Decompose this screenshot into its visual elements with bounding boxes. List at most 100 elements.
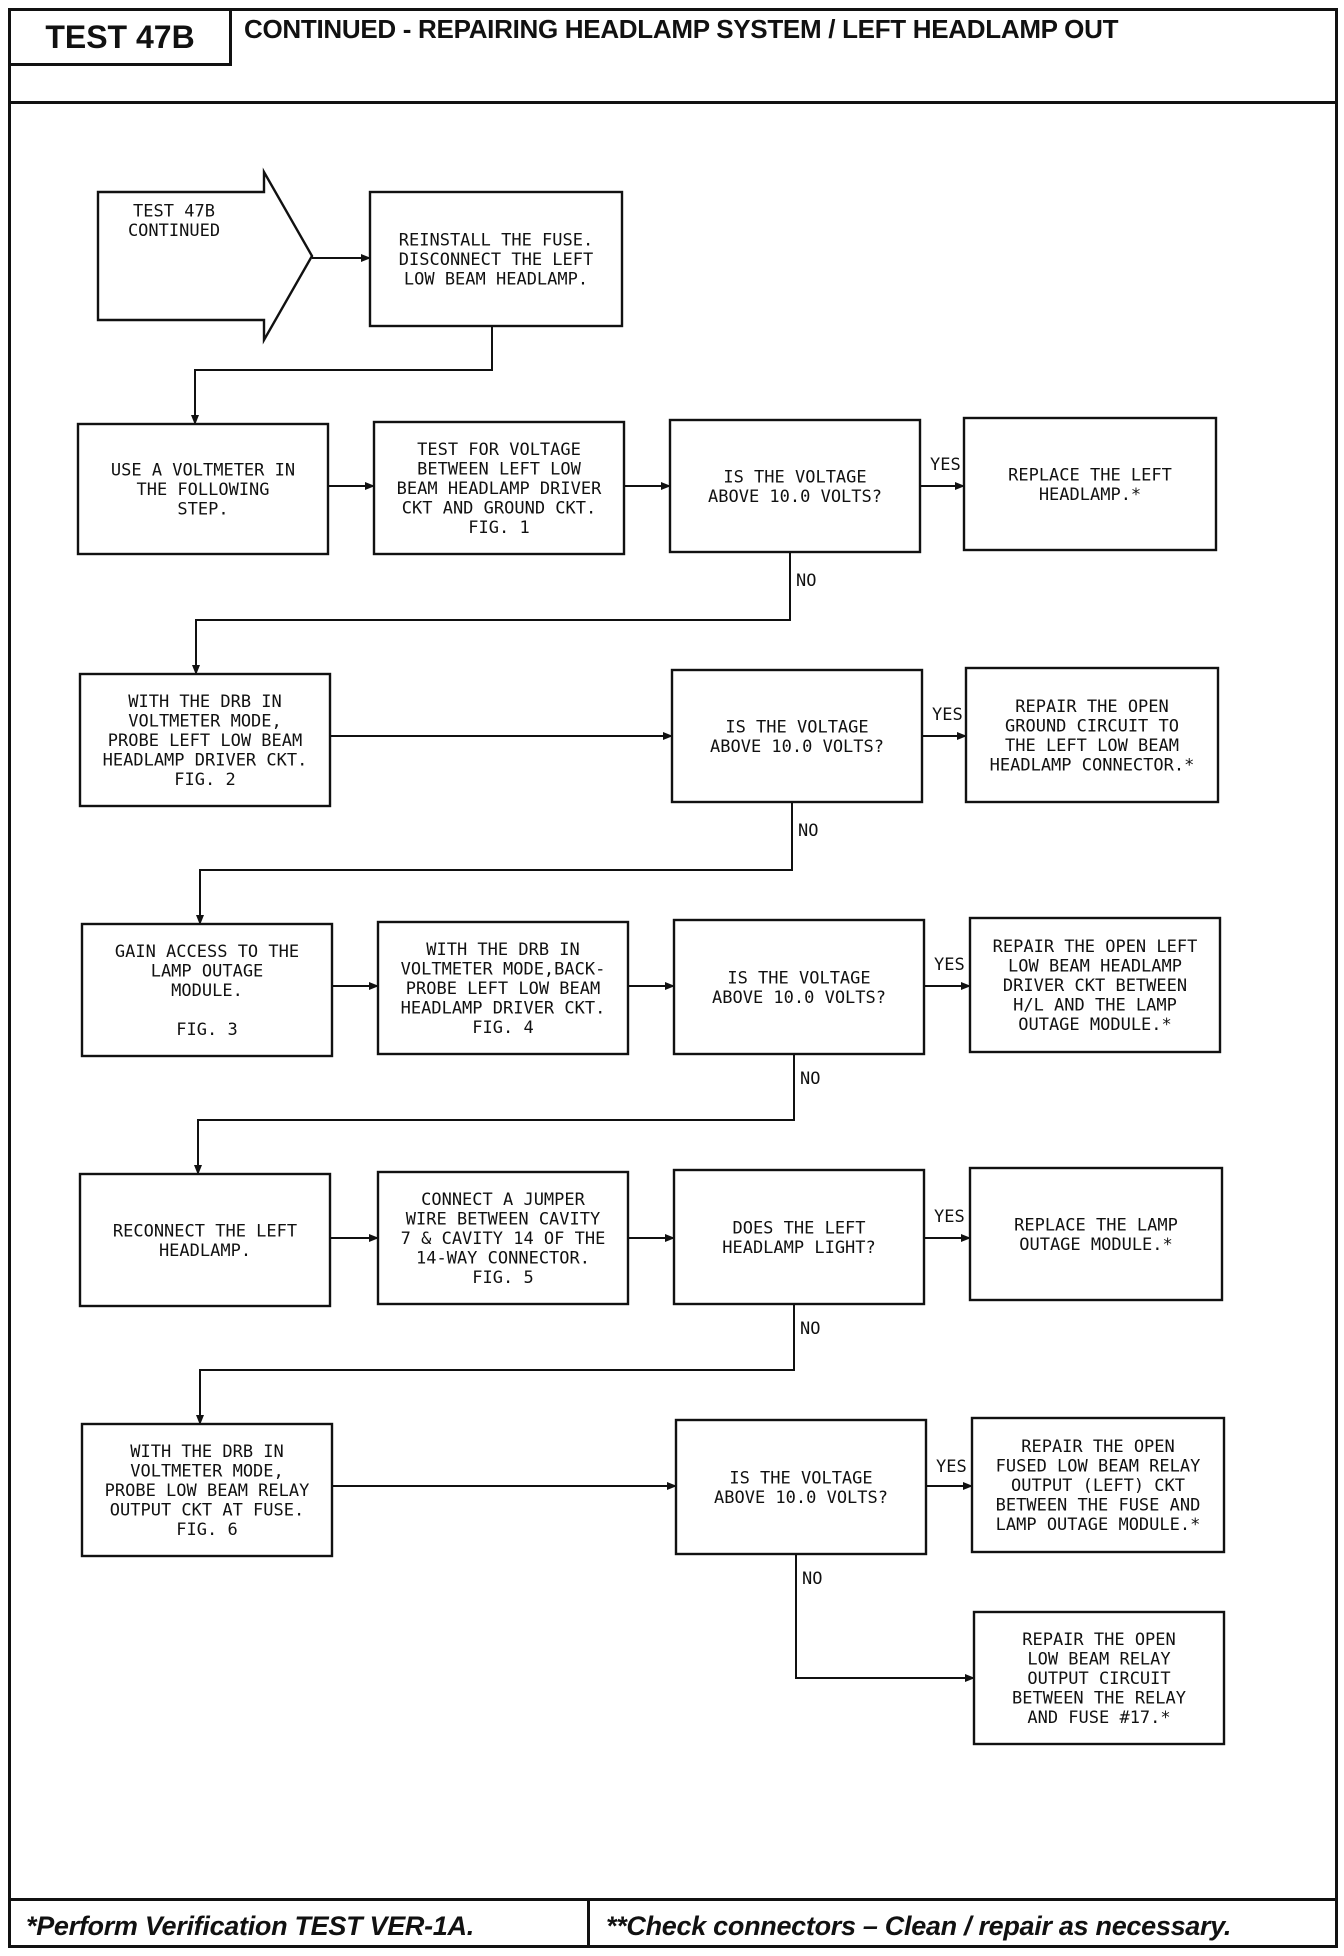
node-text: IS THE VOLTAGE <box>729 1468 872 1488</box>
no-label: NO <box>802 1569 822 1589</box>
node-text: THE FOLLOWING <box>136 480 269 500</box>
node-text: LOW BEAM HEADLAMP <box>1008 957 1182 977</box>
footer-divider <box>8 1898 1338 1901</box>
yes-label: YES <box>930 455 961 475</box>
node-text: FIG. 1 <box>468 518 529 538</box>
node-text: OUTPUT CKT AT FUSE. <box>110 1501 304 1521</box>
node-text: DISCONNECT THE LEFT <box>399 250 593 270</box>
node-text: BETWEEN THE RELAY <box>1012 1689 1186 1709</box>
node-text: HEADLAMP. <box>159 1241 251 1261</box>
node-text: STEP. <box>177 500 228 520</box>
node-text: TEST FOR VOLTAGE <box>417 440 581 460</box>
connector <box>192 552 791 675</box>
node-text: AND FUSE #17.* <box>1027 1708 1170 1728</box>
node-text: LOW BEAM RELAY <box>1027 1650 1170 1670</box>
node-text: FIG. 2 <box>174 770 235 790</box>
node-text: REINSTALL THE FUSE. <box>399 231 593 251</box>
node-text: WITH THE DRB IN <box>130 1442 284 1462</box>
yes-label: YES <box>936 1457 967 1477</box>
outer-frame <box>8 8 1338 1948</box>
node-text: PROBE LEFT LOW BEAM <box>406 979 600 999</box>
node-text: FIG. 6 <box>176 1520 237 1540</box>
page-title: CONTINUED - REPAIRING HEADLAMP SYSTEM / … <box>244 14 1119 44</box>
node-text: REPAIR THE OPEN <box>1022 1630 1176 1650</box>
node-text: OUTPUT CIRCUIT <box>1027 1669 1170 1689</box>
yes-label: YES <box>934 1207 965 1227</box>
node-text: FIG. 3 <box>176 1020 237 1040</box>
node-text: BEAM HEADLAMP DRIVER <box>397 479 602 499</box>
yes-label: YES <box>934 955 965 975</box>
footer-connectors-note: **Check connectors – Clean / repair as n… <box>606 1910 1232 1941</box>
node-text: LAMP OUTAGE MODULE.* <box>996 1515 1201 1535</box>
node-text: REPLACE THE LAMP <box>1014 1215 1178 1235</box>
node-text: REPAIR THE OPEN <box>1015 697 1169 717</box>
node-text: CONNECT A JUMPER <box>421 1190 586 1210</box>
node-text: IS THE VOLTAGE <box>727 968 870 988</box>
node-text: CONTINUED <box>128 221 220 241</box>
node-text: OUTPUT (LEFT) CKT <box>1011 1476 1185 1496</box>
connector <box>191 326 493 425</box>
connector <box>194 1054 795 1175</box>
node-text: TEST 47B <box>133 201 215 221</box>
node-text: FUSED LOW BEAM RELAY <box>996 1457 1201 1477</box>
node-text: LOW BEAM HEADLAMP. <box>404 270 588 290</box>
footer-verification-note: *Perform Verification TEST VER-1A. <box>26 1910 474 1941</box>
node-text: MODULE. <box>171 981 243 1001</box>
node-text: REPLACE THE LEFT <box>1008 465 1172 485</box>
no-label: NO <box>800 1069 820 1089</box>
node-text: CKT AND GROUND CKT. <box>402 499 596 519</box>
node-text: IS THE VOLTAGE <box>725 717 868 737</box>
node-text: 7 & CAVITY 14 OF THE <box>401 1229 606 1249</box>
node-text: REPAIR THE OPEN <box>1021 1437 1175 1457</box>
node-text: DRIVER CKT BETWEEN <box>1003 976 1187 996</box>
node-text: VOLTMETER MODE,BACK- <box>401 960 606 980</box>
node-text: HEADLAMP LIGHT? <box>722 1238 876 1258</box>
node-text: RECONNECT THE LEFT <box>113 1221 297 1241</box>
node-text: HEADLAMP DRIVER CKT. <box>103 751 308 771</box>
node-text: FIG. 4 <box>472 1018 533 1038</box>
header-divider <box>8 8 1338 104</box>
node-text: OUTAGE MODULE.* <box>1018 1015 1172 1035</box>
connector <box>795 1554 975 1682</box>
no-label: NO <box>798 821 818 841</box>
yes-label: YES <box>932 705 963 725</box>
node-text: GAIN ACCESS TO THE <box>115 942 299 962</box>
node-text: REPAIR THE OPEN LEFT <box>993 937 1198 957</box>
node-text: WIRE BETWEEN CAVITY <box>406 1210 600 1230</box>
node-text: HEADLAMP.* <box>1039 485 1141 505</box>
node-text: GROUND CIRCUIT TO <box>1005 716 1179 736</box>
no-label: NO <box>796 571 816 591</box>
node-text: THE LEFT LOW BEAM <box>1005 736 1179 756</box>
footer-separator <box>587 1900 590 1948</box>
node-text: FIG. 5 <box>472 1268 533 1288</box>
node-text: HEADLAMP CONNECTOR.* <box>990 755 1195 775</box>
node-text: PROBE LOW BEAM RELAY <box>105 1481 310 1501</box>
node-text: H/L AND THE LAMP <box>1013 996 1177 1016</box>
connector <box>196 802 793 925</box>
node-text: VOLTMETER MODE, <box>130 1462 284 1482</box>
node-text: ABOVE 10.0 VOLTS? <box>710 737 884 757</box>
node-text: ABOVE 10.0 VOLTS? <box>714 1488 888 1508</box>
node-text: USE A VOLTMETER IN <box>111 461 295 481</box>
node-text: ABOVE 10.0 VOLTS? <box>708 487 882 507</box>
node-text: DOES THE LEFT <box>732 1218 865 1238</box>
node-text: LAMP OUTAGE <box>151 962 264 982</box>
node-text: OUTAGE MODULE.* <box>1019 1235 1173 1255</box>
